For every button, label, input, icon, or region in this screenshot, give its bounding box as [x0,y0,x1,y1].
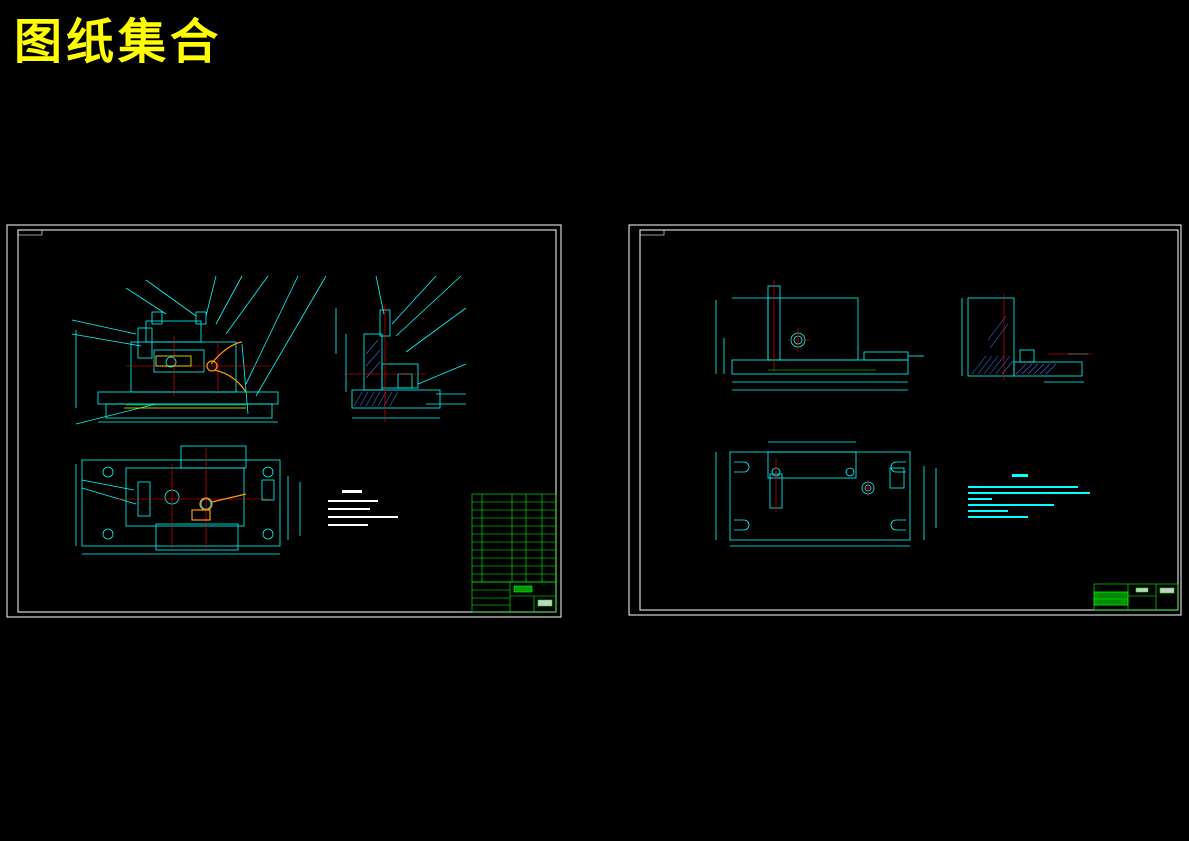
part-side-view-centerlines [1003,294,1092,380]
assembly-drawing-sheet [6,224,562,618]
part-top-view [715,441,937,547]
side-view [335,275,467,419]
part-top-view-centerlines [775,458,874,512]
front-view [71,275,327,425]
front-view-highlight [124,355,246,409]
sheet-inner-border [17,229,557,613]
part-side-view [961,297,1088,383]
part-front-view-centerlines [773,280,810,372]
sheet-code-box [639,229,665,236]
part-front-view [715,285,924,391]
part-notes [968,474,1090,518]
sheet-code-box [17,229,43,236]
front-view-centerlines [126,336,271,396]
side-view-hatching [353,339,399,407]
side-view-centerlines [344,304,426,422]
top-view [75,445,301,555]
page-title: 图纸集合 [14,14,223,70]
sheet-outer-border [628,224,1182,616]
part-title-block [1093,583,1179,611]
sheet-outer-border [6,224,562,618]
assembly-title-block [471,581,557,613]
parts-list-table [471,493,557,583]
sheet-inner-border [639,229,1179,611]
assembly-notes [328,490,398,526]
clamp-lever [206,341,247,393]
part-side-view-hatching [971,315,1057,375]
part-drawing-sheet [628,224,1182,616]
top-view-lever [191,493,247,521]
top-view-centerlines [116,448,271,550]
